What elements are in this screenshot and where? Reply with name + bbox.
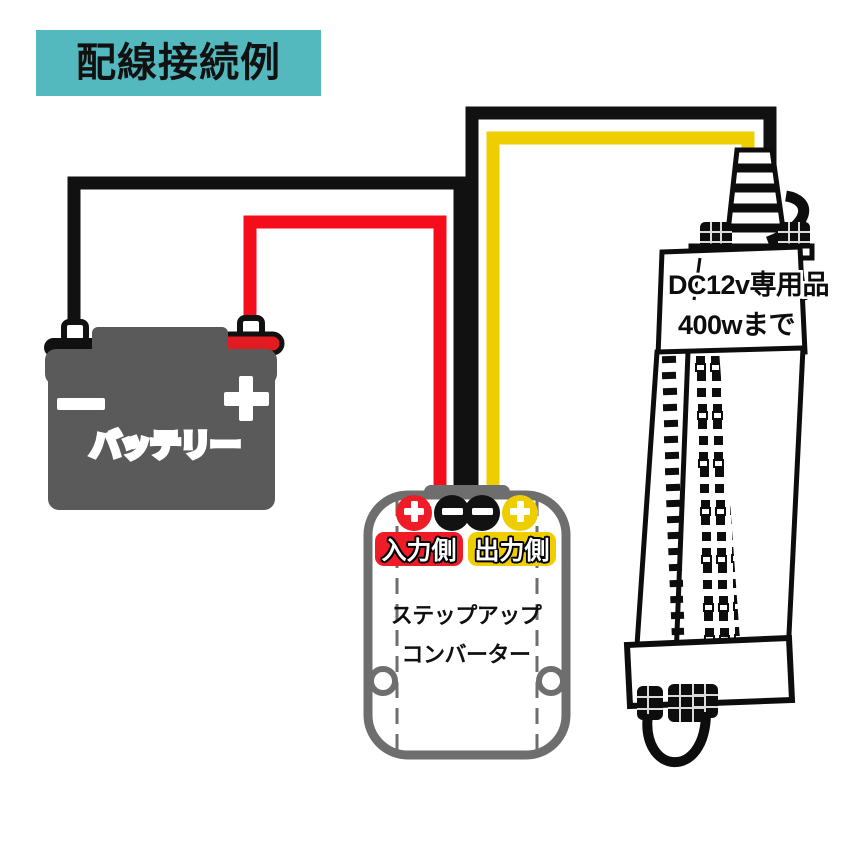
converter-terminal-input-positive: [396, 495, 432, 531]
wire-black-input: [67, 176, 467, 507]
title-banner-background: [36, 30, 321, 96]
battery-plus-symbol: [224, 376, 269, 421]
converter-name-line-2: コンバーター: [401, 642, 531, 667]
led-spec-note-wattage: 400wまで: [678, 310, 796, 340]
page-title: 配線接続例: [76, 41, 281, 85]
battery-graphic: [44, 315, 285, 510]
led-annotation-leaders: [692, 257, 808, 301]
converter-output-side-label: 出力側: [468, 532, 556, 566]
converter-name-line-1: ステップアップ: [390, 603, 542, 628]
led-bottom-grommets: [637, 684, 718, 722]
led-spec-note-voltage: DC12v専用品: [668, 270, 830, 300]
led-light-graphic: [623, 147, 815, 768]
led-center-rail: [673, 351, 691, 659]
led-bottom-cable-loop: [642, 711, 711, 768]
converter-terminal-input-negative: [434, 495, 470, 531]
battery-minus-symbol: [57, 398, 105, 410]
converter-mount-hole-right: [536, 666, 566, 696]
converter-mount-hole-left: [368, 666, 398, 696]
wire-red-input: [243, 215, 447, 507]
converter-terminal-output-negative: [464, 495, 500, 531]
battery-label: バッテリー: [88, 426, 244, 466]
converter-terminal-output-positive: [502, 495, 538, 531]
converter-input-side-label: 入力側: [375, 532, 463, 566]
